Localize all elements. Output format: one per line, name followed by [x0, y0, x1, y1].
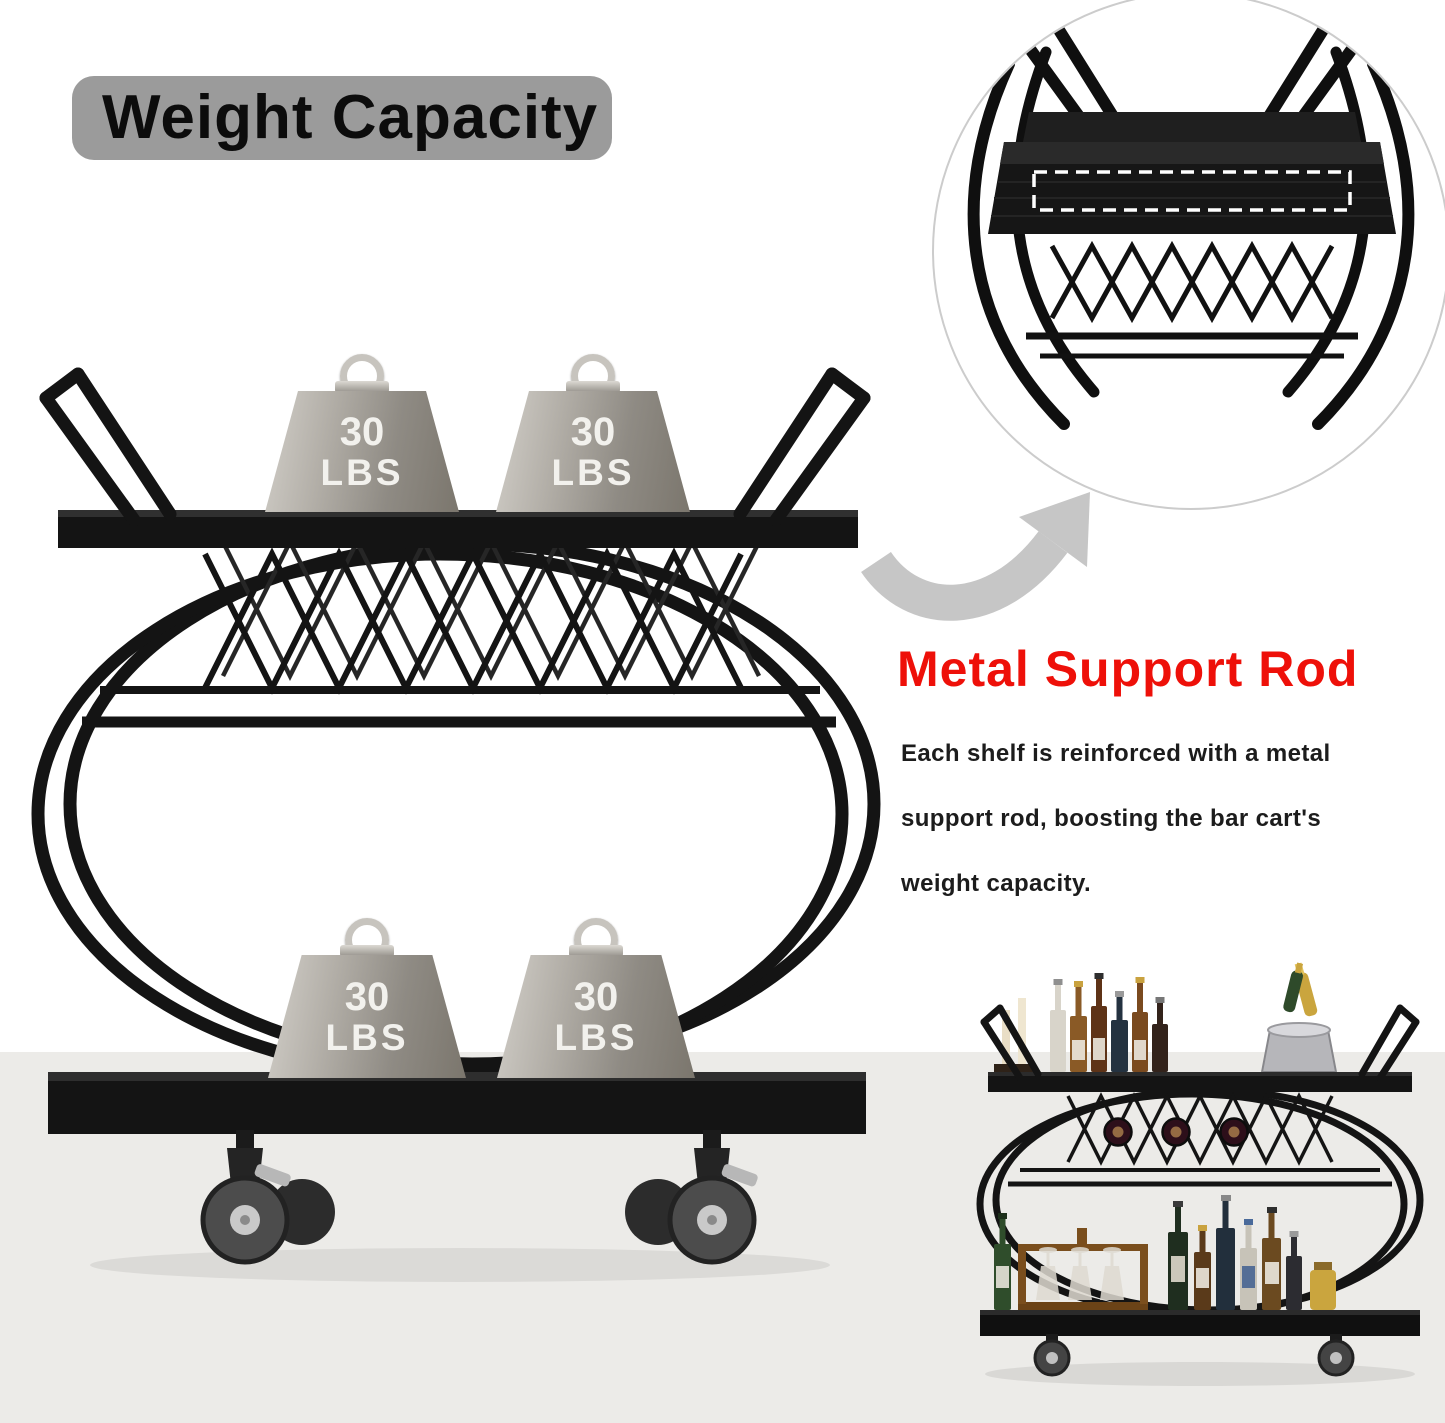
weight-block-top-left: 30 LBS	[265, 354, 459, 512]
photo-casters	[1033, 1334, 1355, 1377]
inset-side-frames	[967, 46, 1415, 430]
inset-wine-rack	[1049, 240, 1335, 324]
floor-shadow	[90, 1248, 830, 1282]
weight-body: 30 LBS	[268, 955, 466, 1078]
bar-cart-illustration	[31, 367, 881, 1282]
top-shelf	[58, 510, 858, 548]
support-rod-dashed-highlight	[1032, 170, 1352, 212]
weight-cap	[566, 381, 620, 393]
support-rods	[82, 686, 836, 728]
photo-ice-bucket	[1260, 962, 1338, 1073]
weight-unit: LBS	[320, 452, 404, 493]
page-title: Weight Capacity	[102, 83, 599, 152]
curved-arrow-icon	[861, 492, 1090, 621]
weight-block-bottom-left: 30 LBS	[268, 918, 466, 1078]
weight-block-bottom-right: 30 LBS	[497, 918, 695, 1078]
photo-support-rods	[1008, 1168, 1392, 1187]
photo-handles	[980, 1004, 1420, 1082]
photo-floor-shadow	[985, 1362, 1415, 1386]
callout-body-line: support rod, boosting the bar cart's	[901, 805, 1322, 832]
callout-body-line: weight capacity.	[901, 870, 1092, 897]
photo-bottom-shelf	[980, 1310, 1420, 1336]
title-highlight-badge	[72, 76, 612, 160]
weight-block-top-right: 30 LBS	[496, 354, 690, 512]
photo-bottom-shelf-items	[994, 1195, 1336, 1310]
cart-handles	[39, 367, 871, 527]
weight-body: 30 LBS	[496, 391, 690, 512]
photo-liquor-bottles-top	[1050, 973, 1168, 1072]
photo-rack-wine-bottles	[1103, 1117, 1249, 1147]
weight-unit: LBS	[551, 452, 635, 493]
callout-body-line: Each shelf is reinforced with a metal	[901, 740, 1331, 767]
photo-glass-carrier	[1018, 1228, 1148, 1310]
photo-top-shelf	[988, 1072, 1412, 1092]
weight-body: 30 LBS	[265, 391, 459, 512]
bottom-shelf	[48, 1072, 866, 1134]
title-block: Weight Capacity	[72, 72, 672, 164]
weight-cap	[335, 381, 389, 393]
weight-value: 30	[570, 410, 616, 454]
weight-cap	[569, 945, 623, 957]
weight-value: 30	[339, 410, 385, 454]
weight-unit: LBS	[554, 1017, 638, 1058]
inset-support-rod	[1026, 332, 1358, 359]
caster-wheel-left	[200, 1130, 335, 1265]
callout-body: Each shelf is reinforced with a metal su…	[901, 740, 1421, 935]
wine-rack-lattice	[202, 536, 762, 695]
product-photo-bar-cart	[976, 962, 1424, 1386]
support-rod-detail-illustration	[967, 16, 1415, 430]
weight-body: 30 LBS	[497, 955, 695, 1078]
weight-value: 30	[344, 975, 390, 1019]
zoom-inset-circle	[932, 0, 1445, 510]
caster-wheel-right	[625, 1130, 758, 1265]
weight-cap	[340, 945, 394, 957]
weight-value: 30	[573, 975, 619, 1019]
callout-heading: Metal Support Rod	[897, 641, 1359, 697]
weight-unit: LBS	[325, 1017, 409, 1058]
